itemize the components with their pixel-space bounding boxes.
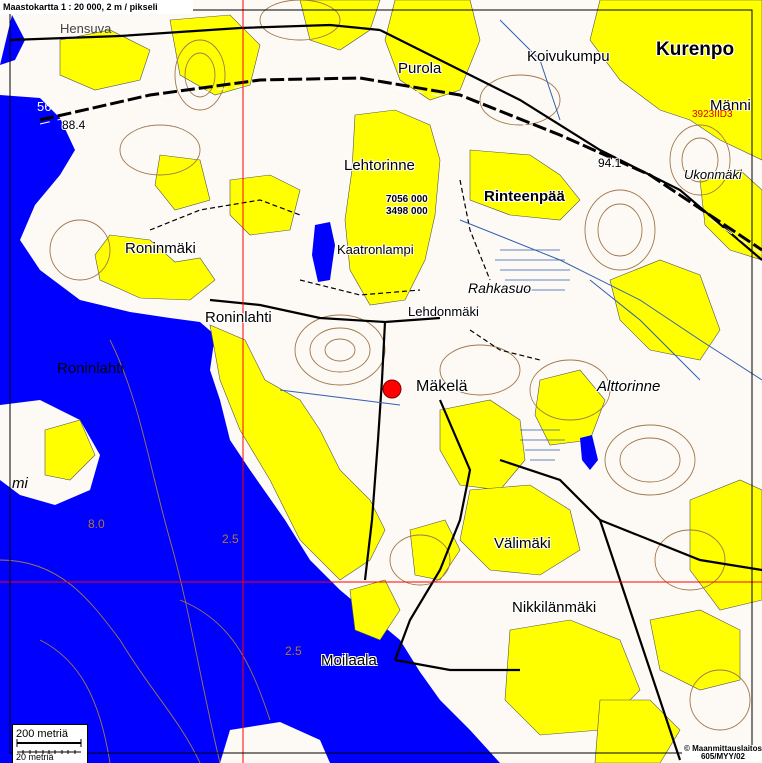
location-marker xyxy=(382,379,402,399)
label-elev-941: 94.1 xyxy=(598,156,622,170)
scale-label-200: 200 metriä xyxy=(16,728,68,740)
label-makela: Mäkelä xyxy=(416,378,468,395)
label-mi: mi xyxy=(12,475,28,492)
copyright-line2: 605/MYY/02 xyxy=(700,752,745,761)
label-lehtorinne: Lehtorinne xyxy=(344,157,415,174)
label-hensuva: Hensuva xyxy=(60,21,112,36)
label-rinteenpaa: Rinteenpää xyxy=(484,188,565,205)
label-kaatronlampi: Kaatronlampi xyxy=(337,242,414,257)
label-coord-n: 7056 000 xyxy=(386,194,428,205)
copyright-line1: © Maanmittauslaitos xyxy=(684,744,762,753)
label-depth-25a: 2.5 xyxy=(222,532,239,546)
lake-water xyxy=(0,95,500,763)
label-rahkasuo: Rahkasuo xyxy=(468,280,532,296)
label-nikkilanmaki: Nikkilänmäki xyxy=(512,599,597,616)
label-koivukumpu: Koivukumpu xyxy=(527,48,610,65)
label-alttorinne: Alttorinne xyxy=(597,378,661,395)
copyright-notice: © Maanmittauslaitos 605/MYY/02 xyxy=(682,745,762,761)
scale-bar xyxy=(12,724,88,763)
label-valimaki: Välimäki xyxy=(494,535,551,552)
label-elev-884: 88.4 xyxy=(62,118,86,132)
label-purola: Purola xyxy=(398,60,442,77)
label-coord-e: 3498 000 xyxy=(386,206,428,217)
label-sheet-id: 3923IID3 xyxy=(692,109,733,120)
label-ukonmaki: Ukonmäki xyxy=(684,167,742,182)
label-kurenpo: Kurenpo xyxy=(656,39,735,60)
label-moilaala: Moilaala xyxy=(321,652,377,669)
label-lehdonmaki: Lehdonmäki xyxy=(408,304,479,319)
label-roninmaki: Roninmäki xyxy=(125,240,196,257)
label-depth-25b: 2.5 xyxy=(285,644,302,658)
scale-bar-graphic xyxy=(16,739,82,754)
scale-caption: Maastokartta 1 : 20 000, 2 m / pikseli xyxy=(0,0,193,14)
label-elev-566: 566 xyxy=(37,99,59,114)
scale-label-20: 20 metriä xyxy=(16,752,54,762)
label-manni: Männi xyxy=(710,97,751,114)
label-roninlahti-bay: Roninlahti xyxy=(57,360,124,377)
label-depth-8: 8.0 xyxy=(88,517,105,531)
label-roninlahti-village: Roninlahti xyxy=(205,309,272,326)
